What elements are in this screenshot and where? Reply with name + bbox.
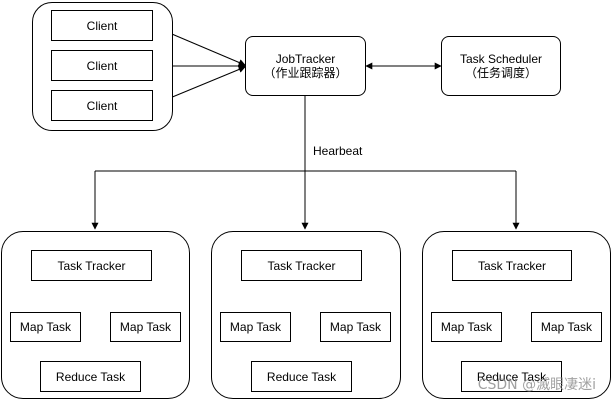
map-task-label: Map Task xyxy=(119,320,172,334)
reduce-task-label: Reduce Task xyxy=(55,369,126,384)
task-tracker-label: Task Tracker xyxy=(57,258,126,273)
jobtracker-subtitle: （作业跟踪器） xyxy=(263,66,348,80)
reduce-task-box: Reduce Task xyxy=(251,361,352,392)
map-task-box: Map Task xyxy=(431,312,502,342)
map-task-box: Map Task xyxy=(110,312,181,342)
task-scheduler-subtitle: （任务调度） xyxy=(464,66,537,80)
csdn-watermark: CSDN @滅眼凄迷i xyxy=(477,377,596,393)
map-task-label: Map Task xyxy=(329,320,382,334)
reduce-task-label: Reduce Task xyxy=(266,369,337,384)
client-box: Client xyxy=(51,90,153,121)
map-task-box: Map Task xyxy=(531,312,602,342)
client-box: Client xyxy=(51,10,153,41)
client-label: Client xyxy=(86,18,118,33)
reduce-task-label: Reduce Task xyxy=(476,369,547,384)
reduce-task-box: Reduce Task xyxy=(40,361,141,392)
map-task-box: Map Task xyxy=(10,312,81,342)
map-task-label: Map Task xyxy=(229,320,282,334)
map-task-box: Map Task xyxy=(320,312,391,342)
map-task-label: Map Task xyxy=(540,320,593,334)
client-label: Client xyxy=(86,98,118,113)
client-label: Client xyxy=(86,58,118,73)
heartbeat-label: Hearbeat xyxy=(310,144,366,158)
jobtracker-box: JobTracker （作业跟踪器） xyxy=(245,36,366,96)
task-tracker-box: Task Tracker xyxy=(31,250,152,281)
reduce-task-box: Reduce Task xyxy=(461,361,562,392)
task-tracker-box: Task Tracker xyxy=(452,250,572,281)
client-box: Client xyxy=(51,50,153,81)
map-task-label: Map Task xyxy=(440,320,493,334)
jobtracker-title: JobTracker xyxy=(275,52,336,66)
map-task-label: Map Task xyxy=(19,320,72,334)
task-tracker-box: Task Tracker xyxy=(241,250,362,281)
task-tracker-label: Task Tracker xyxy=(267,258,336,273)
task-tracker-label: Task Tracker xyxy=(477,258,546,273)
task-scheduler-box: Task Scheduler （任务调度） xyxy=(441,36,561,96)
task-scheduler-title: Task Scheduler xyxy=(459,52,543,66)
map-task-box: Map Task xyxy=(220,312,291,342)
